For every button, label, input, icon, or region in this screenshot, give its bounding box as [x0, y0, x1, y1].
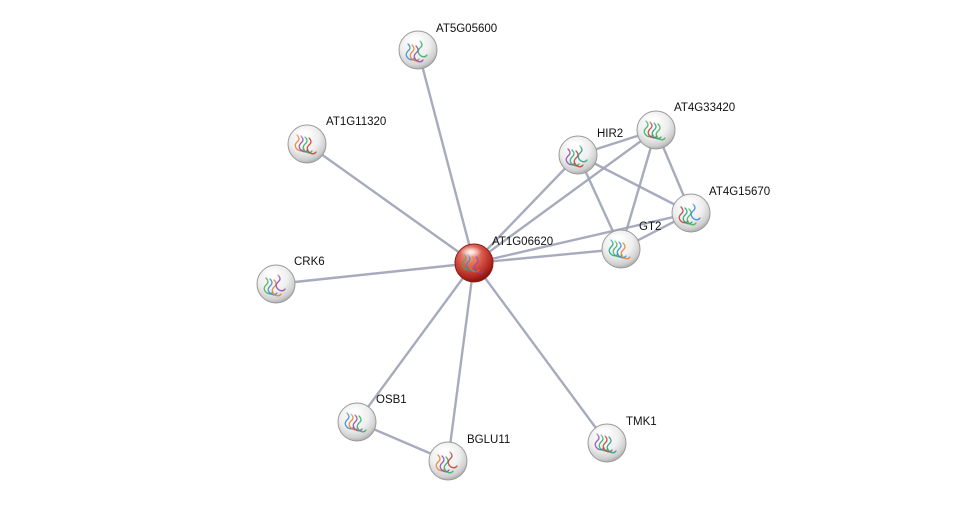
node-highlight [293, 127, 315, 139]
protein-structure-icon [678, 203, 701, 226]
protein-structure-icon [608, 239, 631, 260]
edge-at1g06620-tmk1 [472, 261, 609, 445]
node-highlight [642, 113, 664, 125]
node-at1g06620[interactable]: AT1G06620 [454, 236, 553, 283]
node-tmk1[interactable]: TMK1 [587, 416, 657, 463]
node-highlight [593, 426, 615, 438]
node-label-bglu11: BGLU11 [467, 434, 510, 446]
protein-structure-icon [461, 253, 484, 274]
edge-at1g06620-gt2 [472, 247, 623, 265]
protein-structure-icon [405, 40, 428, 63]
node-highlight [460, 246, 482, 258]
protein-structure-icon [294, 134, 317, 155]
protein-structure-icon [643, 120, 666, 141]
node-crk6[interactable]: CRK6 [256, 256, 325, 304]
edge-at1g06620-crk6 [274, 261, 476, 286]
node-label-at4g33420: AT4G33420 [674, 102, 735, 114]
node-label-hir2: HIR2 [597, 128, 623, 140]
node-at4g15670[interactable]: AT4G15670 [671, 186, 770, 233]
edge-at1g06620-at1g11320 [305, 142, 476, 265]
node-gt2[interactable]: GT2 [601, 221, 661, 269]
protein-structure-icon [565, 145, 588, 168]
node-bglu11[interactable]: BGLU11 [428, 434, 510, 481]
edge-at1g06620-at4g33420 [472, 128, 658, 265]
edge-at1g06620-at4g15670 [472, 211, 693, 265]
node-highlight [343, 405, 365, 417]
node-label-at1g11320: AT1G11320 [326, 116, 386, 128]
node-label-at5g05600: AT5G05600 [436, 23, 497, 35]
node-label-crk6: CRK6 [294, 256, 325, 268]
edge-at1g06620-bglu11 [446, 261, 476, 463]
edge-at1g06620-at5g05600 [416, 48, 476, 265]
protein-structure-icon [435, 451, 458, 474]
node-label-at4g15670: AT4G15670 [709, 186, 770, 198]
protein-structure-icon [263, 274, 286, 297]
node-at1g11320[interactable]: AT1G11320 [287, 116, 386, 164]
node-label-at1g06620: AT1G06620 [492, 236, 553, 248]
edge-at1g06620-osb1 [355, 261, 476, 424]
edge-hir2-at4g15670 [576, 153, 693, 215]
node-at5g05600[interactable]: AT5G05600 [398, 23, 497, 70]
protein-structure-icon [594, 433, 617, 454]
edge-at4g33420-gt2 [619, 128, 658, 251]
node-highlight [677, 196, 699, 208]
node-osb1[interactable]: OSB1 [337, 394, 407, 442]
node-at4g33420[interactable]: AT4G33420 [636, 102, 735, 150]
node-highlight [564, 138, 586, 150]
node-highlight [262, 267, 284, 279]
node-hir2[interactable]: HIR2 [558, 128, 623, 175]
node-label-gt2: GT2 [639, 221, 661, 233]
node-highlight [607, 232, 629, 244]
node-highlight [434, 444, 456, 456]
protein-structure-icon [344, 412, 367, 433]
edge-at1g06620-hir2 [472, 153, 580, 265]
node-highlight [404, 33, 426, 45]
node-label-osb1: OSB1 [376, 394, 407, 406]
node-label-tmk1: TMK1 [626, 416, 657, 428]
